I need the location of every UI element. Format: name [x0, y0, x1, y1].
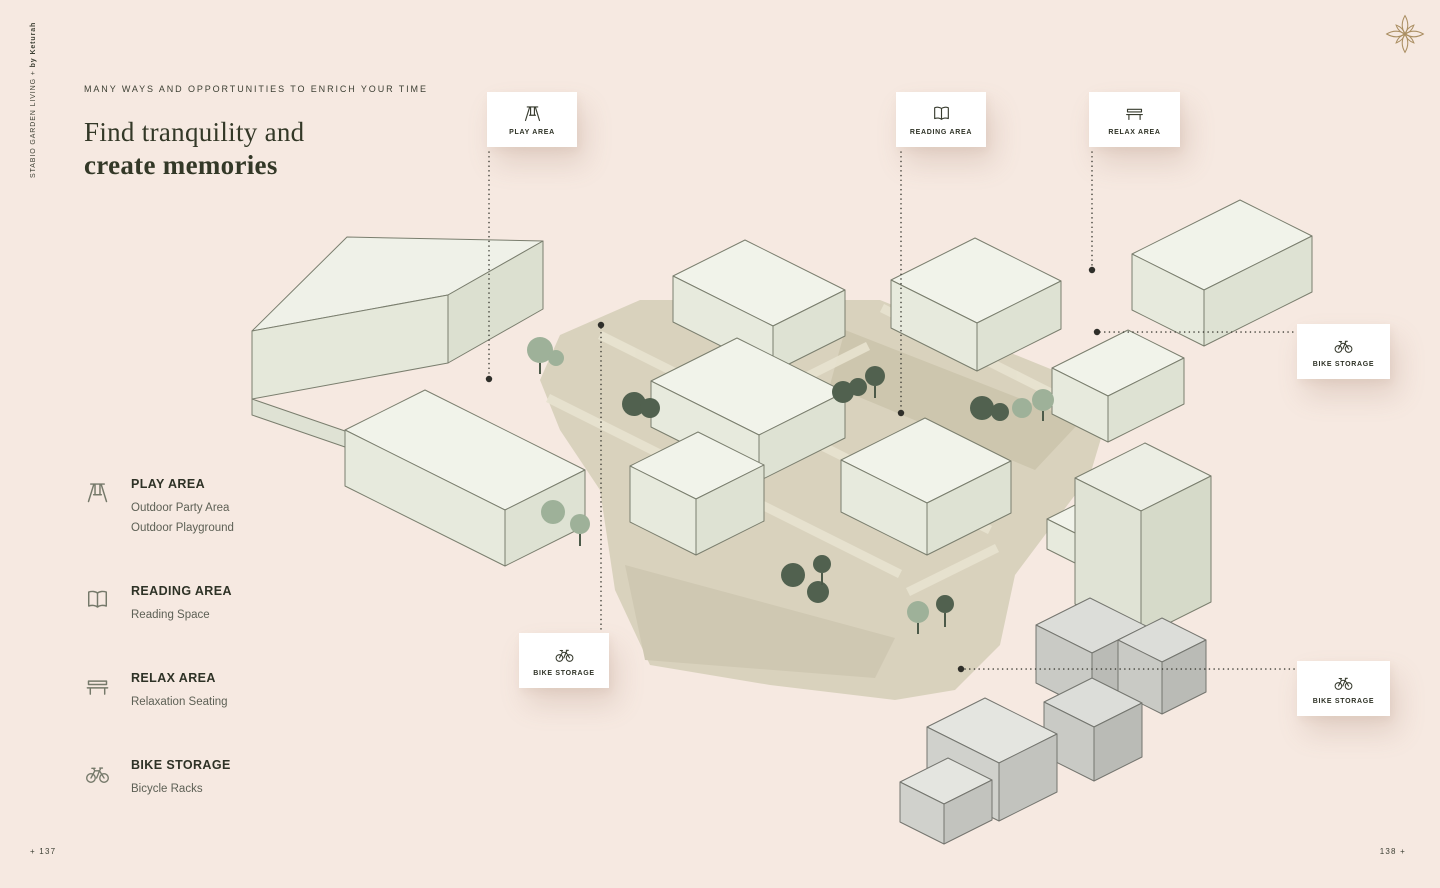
legend-label: PLAY AREA: [131, 477, 205, 491]
bike-icon: [84, 758, 114, 799]
legend-item-play-area: PLAY AREA Outdoor Party Area Outdoor Pla…: [84, 477, 234, 538]
trees: [527, 337, 1054, 634]
callout-reading-area: READING AREA: [896, 92, 986, 147]
legend-label: BIKE STORAGE: [131, 758, 231, 772]
legend-line: Bicycle Racks: [131, 783, 203, 795]
callout-play-area: PLAY AREA: [487, 92, 577, 147]
side-brand-text-sub: by Keturah: [30, 21, 37, 68]
leader-lines: [488, 151, 1296, 670]
ground: [540, 300, 1105, 700]
legend-line: Reading Space: [131, 609, 210, 621]
title-line-1: Find tranquility and: [84, 117, 305, 147]
title-line-2: create memories: [84, 150, 278, 180]
building-gray: [1117, 617, 1207, 715]
callout-label: BIKE STORAGE: [1312, 698, 1375, 705]
bike-icon: [554, 644, 575, 665]
bike-icon: [1333, 672, 1354, 693]
callout-relax-area: RELAX AREA: [1089, 92, 1180, 147]
callout-bike-storage-lower-right: BIKE STORAGE: [1297, 661, 1390, 716]
legend-item-reading-area: READING AREA Reading Space: [84, 584, 234, 625]
legend-line: Outdoor Party Area: [131, 502, 230, 514]
eyebrow-text: MANY WAYS AND OPPORTUNITIES TO ENRICH YO…: [84, 84, 428, 94]
callout-label: BIKE STORAGE: [533, 670, 595, 677]
callout-label: BIKE STORAGE: [1312, 361, 1375, 368]
page-number-left: + 137: [30, 847, 57, 856]
buildings-white: [251, 199, 1313, 638]
book-icon: [931, 103, 952, 124]
bike-icon: [1333, 335, 1354, 356]
callout-label: PLAY AREA: [509, 129, 555, 136]
page-number-right: 138 +: [1379, 847, 1406, 856]
book-icon: [84, 584, 114, 625]
side-brand-text-main: STABIO GARDEN LIVING +: [30, 67, 37, 178]
buildings-gray: [899, 597, 1207, 845]
building-block: [840, 417, 1012, 556]
building-block: [629, 431, 765, 556]
legend-label: READING AREA: [131, 584, 232, 598]
legend-line: Outdoor Playground: [131, 522, 234, 534]
building-bar-right: [1131, 199, 1313, 347]
building-l-shape: [251, 236, 544, 448]
callout-label: READING AREA: [909, 129, 973, 136]
building-bar-left: [344, 389, 586, 567]
building-block: [1051, 329, 1185, 443]
keturah-logo: [1383, 12, 1427, 56]
building-gray: [899, 757, 993, 845]
building-tall: [1074, 442, 1212, 638]
building-gray: [1043, 677, 1143, 782]
swing-icon: [522, 103, 543, 124]
callout-bike-storage-right: BIKE STORAGE: [1297, 324, 1390, 379]
legend-label: RELAX AREA: [131, 671, 216, 685]
bench-icon: [1124, 103, 1145, 124]
leader-dots: [485, 266, 1101, 673]
legend-item-bike-storage: BIKE STORAGE Bicycle Racks: [84, 758, 234, 799]
swing-icon: [84, 477, 114, 538]
callout-label: RELAX AREA: [1108, 129, 1161, 136]
building-block: [890, 237, 1062, 372]
legend-line: Relaxation Seating: [131, 696, 228, 708]
page-title: Find tranquility and create memories: [84, 116, 304, 182]
legend: PLAY AREA Outdoor Party Area Outdoor Pla…: [84, 477, 234, 845]
legend-item-relax-area: RELAX AREA Relaxation Seating: [84, 671, 234, 712]
side-brand-text: STABIO GARDEN LIVING + by Keturah: [30, 22, 37, 178]
bench-icon: [84, 671, 114, 712]
callout-bike-storage-bottom: BIKE STORAGE: [519, 633, 609, 688]
